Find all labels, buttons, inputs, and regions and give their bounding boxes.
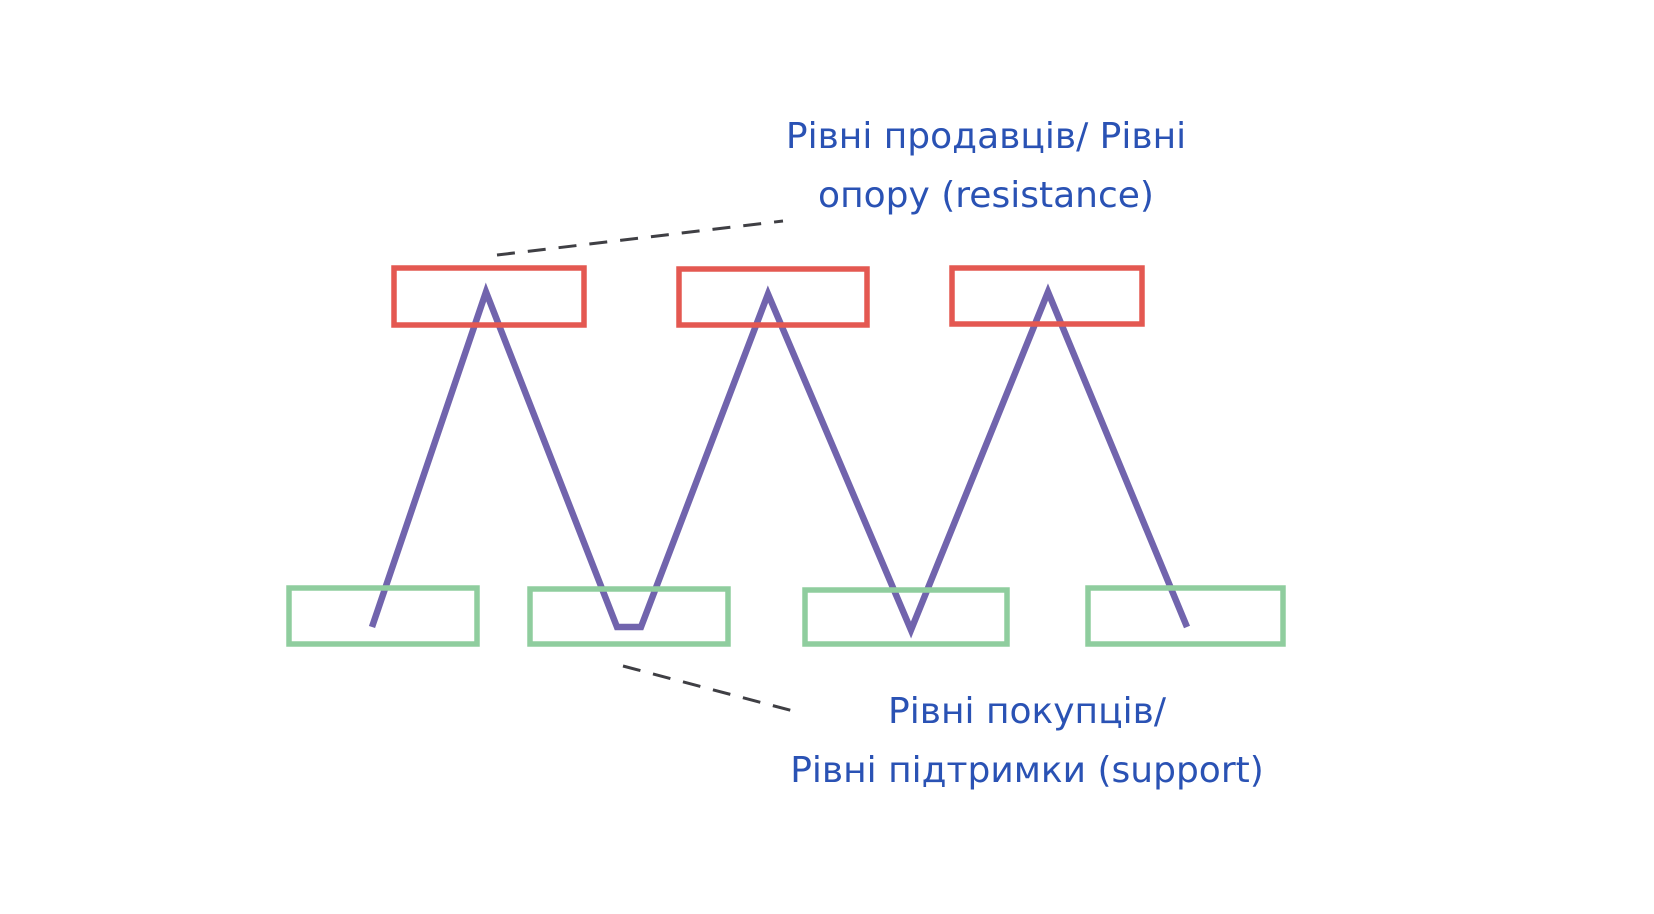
resistance-label: Рівні продавців/ Рівні опору (resistance… <box>686 107 1286 225</box>
support-box <box>286 585 480 647</box>
callout-dash-line <box>496 219 784 257</box>
support-label-line1: Рівні покупців/ <box>888 691 1166 732</box>
support-box <box>1085 585 1286 647</box>
price-zigzag-line <box>368 282 1191 639</box>
support-box <box>802 587 1010 647</box>
support-label: Рівні покупців/ Рівні підтримки (support… <box>727 682 1327 800</box>
support-box <box>527 586 731 647</box>
resistance-label-line2: опору (resistance) <box>818 175 1154 216</box>
resistance-box <box>391 265 587 328</box>
resistance-label-line1: Рівні продавців/ Рівні <box>785 116 1187 157</box>
support-label-line2: Рівні підтримки (support) <box>790 750 1264 791</box>
resistance-box <box>676 266 870 328</box>
resistance-box <box>949 265 1145 327</box>
